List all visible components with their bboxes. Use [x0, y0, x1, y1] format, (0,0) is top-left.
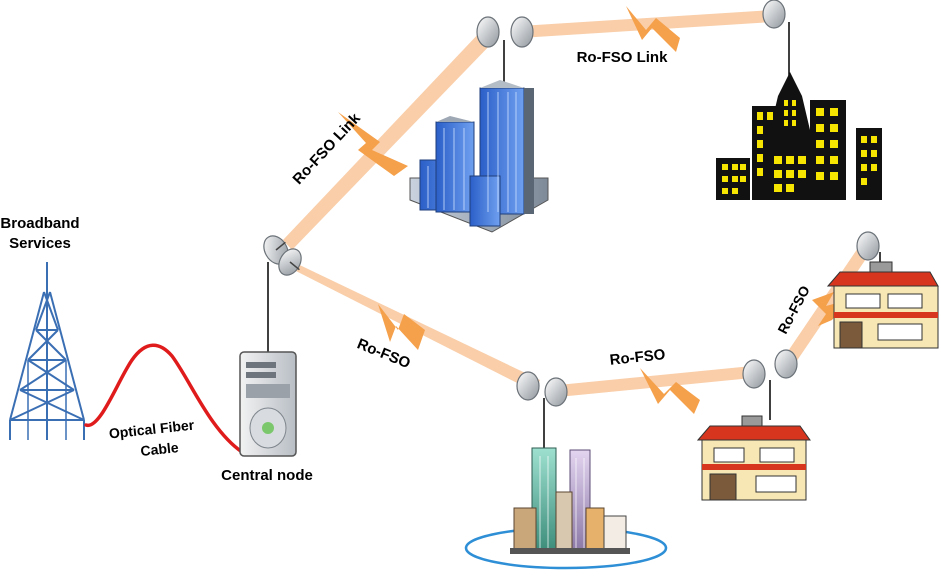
link-label-lower-diagonal: Ro-FSO [355, 335, 413, 372]
office-building-icon [409, 80, 549, 233]
zigzag-lower-diag [378, 304, 425, 350]
server-icon [239, 351, 297, 457]
beam-central-to-office [283, 30, 495, 250]
beam-office-to-city [520, 10, 772, 38]
dish-antenna-icon [263, 235, 302, 276]
central-node-label: Central node [221, 467, 313, 484]
zigzag-lower-horiz [640, 368, 700, 414]
transmission-tower-icon [9, 262, 85, 440]
zigzag-signals [338, 6, 848, 414]
dish-antenna-icon [476, 16, 534, 84]
dish-antenna-icon [762, 0, 790, 80]
city-night-icon [716, 72, 882, 200]
dish-antenna-icon [742, 349, 798, 420]
broadband-label-line1: Broadband [0, 215, 79, 232]
broadband-label-line2: Services [9, 235, 71, 252]
fiber-label-line2: Cable [140, 439, 180, 459]
zigzag-top-horiz [626, 6, 680, 52]
link-label-top-horizontal: Ro-FSO Link [577, 49, 668, 66]
house-icon [826, 261, 939, 349]
zigzag-upper-diag [338, 112, 408, 176]
optical-fiber-cable [84, 343, 244, 454]
house-icon [696, 415, 811, 501]
fiber-label-line1: Optical Fiber [108, 417, 195, 442]
zigzag-right-diag [812, 292, 848, 326]
dish-antenna-icon [516, 371, 568, 450]
link-label-lower-horizontal: Ro-FSO [609, 346, 667, 369]
skyline-icon [464, 447, 668, 570]
